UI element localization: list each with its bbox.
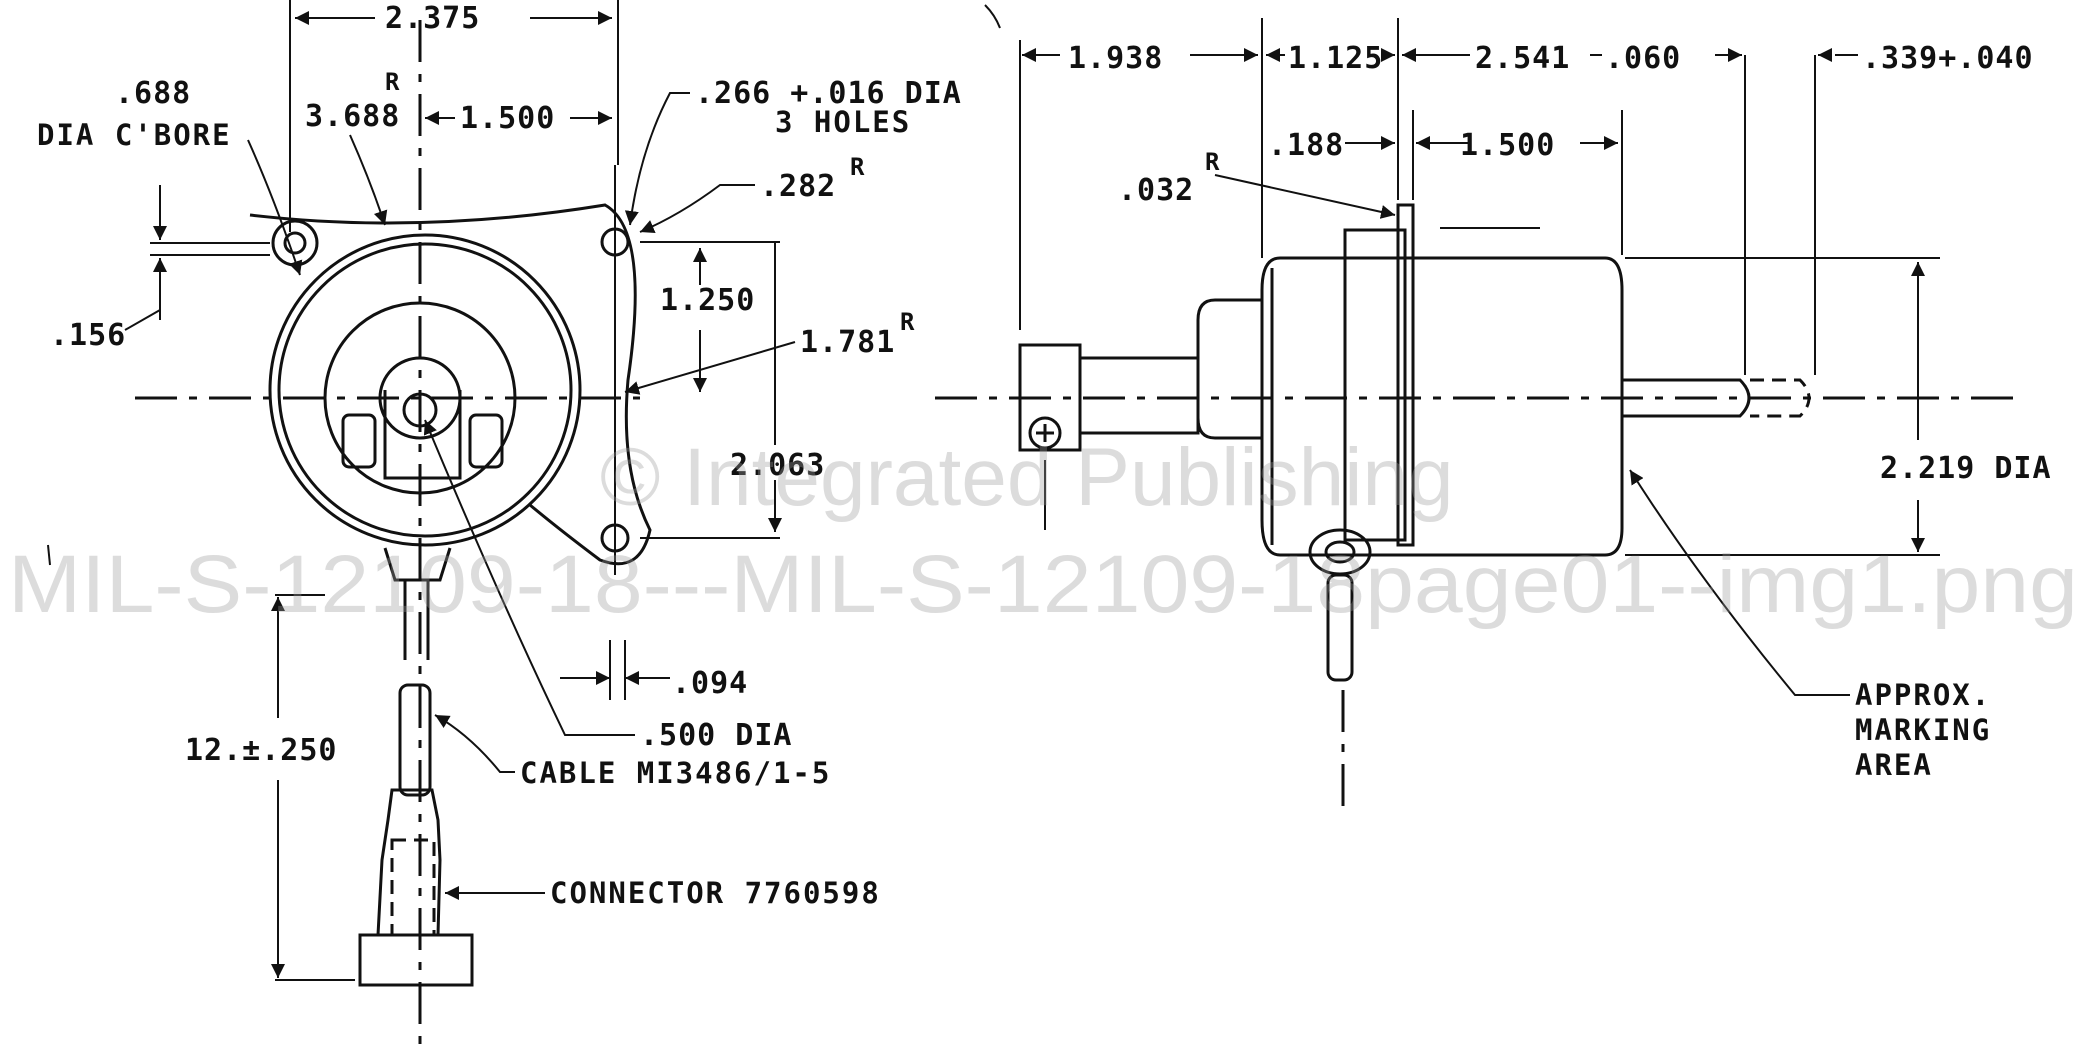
dim-1125: 1.125 xyxy=(1288,41,1383,76)
output-shaft xyxy=(1622,378,1751,418)
dim-094: .094 xyxy=(672,666,748,701)
mount-hole-top-left-inner xyxy=(283,231,307,255)
housing-inner-circle xyxy=(277,242,573,538)
dim-12: 12.±.250 xyxy=(185,733,338,768)
terminal-block-right xyxy=(468,413,504,469)
dim-1781: 1.781 xyxy=(800,325,895,360)
dim-500-dia: .500 DIA xyxy=(640,718,793,753)
marking-line3: AREA xyxy=(1855,748,1933,782)
cable-label: CABLE MI3486/1-5 xyxy=(520,756,831,790)
housing-face-circle xyxy=(323,301,517,495)
connector-label: CONNECTOR 7760598 xyxy=(550,876,881,910)
dim-2219-dia: 2.219 DIA xyxy=(1880,451,2052,486)
dim-282: .282 xyxy=(760,169,836,204)
dim-2541: 2.541 xyxy=(1475,41,1570,76)
dim-060: .060 xyxy=(1605,41,1681,76)
watermark-line1: © Integrated Publishing xyxy=(600,432,1454,523)
housing-outer-circle xyxy=(268,233,582,547)
flange-lip xyxy=(1396,203,1415,547)
side-flange xyxy=(1343,228,1407,542)
dim-1500-front: 1.500 xyxy=(460,101,555,136)
dim-2375: 2.375 xyxy=(385,1,480,36)
dim-266-line2: 3 HOLES xyxy=(775,105,911,139)
output-shaft-extension xyxy=(1750,378,1811,418)
dim-1500-side: 1.500 xyxy=(1460,128,1555,163)
marking-line2: MARKING xyxy=(1855,713,1991,747)
watermark-line2: MIL-S-12109-18---MIL-S-12109-18page01--i… xyxy=(8,539,2078,630)
side-view xyxy=(935,18,2020,810)
motor-can xyxy=(1260,256,1624,557)
dim-1938: 1.938 xyxy=(1068,41,1163,76)
marking-line1: APPROX. xyxy=(1855,678,1991,712)
connector-dashed-core xyxy=(390,838,436,937)
terminal-block-left xyxy=(341,413,377,469)
dim-2063: 2.063 xyxy=(730,448,825,483)
dim-339: .339+.040 xyxy=(1862,41,2034,76)
dim-266-line1: .266 +.016 DIA xyxy=(695,76,962,111)
terminal-bracket xyxy=(383,390,462,480)
radius-mark-282: R xyxy=(850,153,865,181)
rear-cap xyxy=(1196,298,1262,440)
dim-1250: 1.250 xyxy=(660,283,755,318)
radius-mark-032: R xyxy=(1205,148,1220,176)
front-dims: 2.375 .688 DIA C'BORE 3.688 R 1.500 .266… xyxy=(37,1,962,981)
connector-body xyxy=(376,788,442,937)
dim-032: .032 xyxy=(1118,173,1194,208)
dim-156: .156 xyxy=(50,318,126,353)
bottom-cable xyxy=(1326,573,1354,682)
side-dims: 1.938 1.125 2.541 .060 .339+.040 .188 1.… xyxy=(1022,41,2052,782)
dim-688: .688 xyxy=(115,76,191,111)
mounting-flange xyxy=(249,203,652,566)
connector-base xyxy=(358,933,474,987)
terminal-screw xyxy=(1028,416,1062,450)
dim-3688: 3.688 xyxy=(305,99,400,134)
rear-cable-tube xyxy=(1078,356,1200,435)
dim-188: .188 xyxy=(1268,128,1344,163)
dia-cbore-label: DIA C'BORE xyxy=(37,118,232,152)
radius-mark-1781: R xyxy=(900,308,915,336)
cable-gland xyxy=(383,547,452,582)
cable-lower xyxy=(398,683,432,797)
rear-terminal-block xyxy=(1018,343,1082,452)
shaft-circle xyxy=(402,392,438,428)
radius-mark-3688: R xyxy=(385,68,400,96)
